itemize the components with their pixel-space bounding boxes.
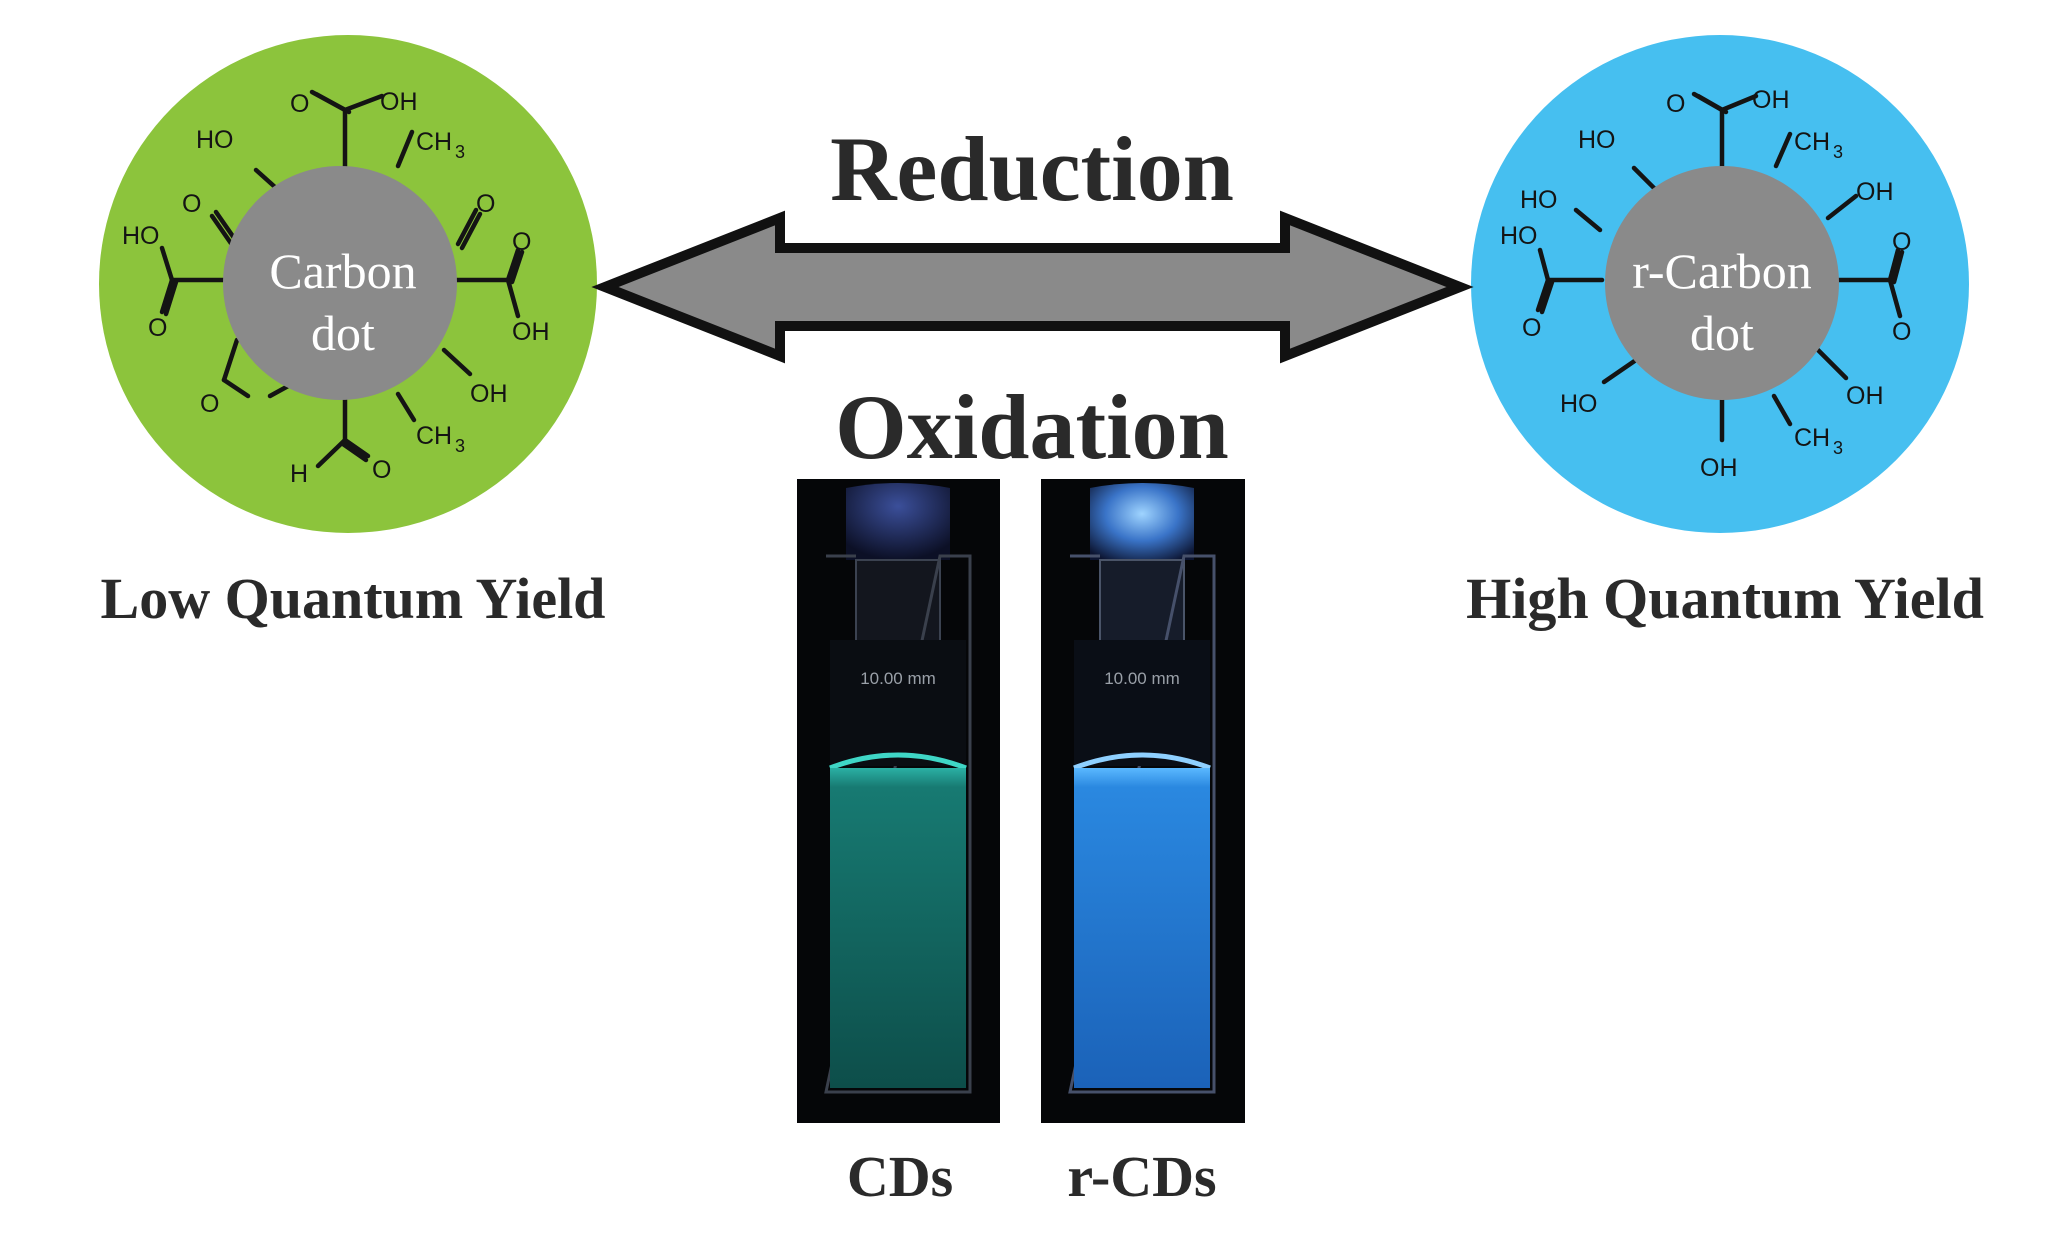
svg-text:O: O — [148, 314, 167, 342]
cuvette-cds-glass — [830, 640, 966, 766]
cuvette-cds-neck — [855, 559, 941, 643]
svg-text:3: 3 — [1833, 438, 1843, 458]
svg-text:OH: OH — [380, 88, 418, 116]
svg-text:OH: OH — [470, 380, 508, 408]
svg-text:HO: HO — [122, 222, 160, 250]
left-core-label-line1: Carbon — [269, 243, 416, 299]
svg-text:O: O — [476, 190, 495, 218]
cuvette-r-cds-neck — [1099, 559, 1185, 643]
double-arrow — [591, 210, 1474, 364]
svg-text:OH: OH — [1856, 178, 1894, 206]
cuvette-cds-cap — [846, 483, 950, 560]
svg-text:HO: HO — [1500, 222, 1538, 250]
svg-text:HO: HO — [1578, 126, 1616, 154]
right-core-label-line2: dot — [1690, 305, 1754, 361]
svg-text:O: O — [200, 390, 219, 418]
cuvette-cds: 10.00 mm — [797, 479, 1000, 1123]
svg-text:O: O — [1522, 314, 1541, 342]
cuvette-r-cds: 10.00 mm — [1041, 479, 1245, 1123]
svg-text:3: 3 — [455, 142, 465, 162]
svg-text:OH: OH — [1700, 454, 1738, 482]
svg-text:O: O — [290, 90, 309, 118]
svg-text:3: 3 — [455, 436, 465, 456]
r-cds-label: r-CDs — [1067, 1144, 1216, 1209]
svg-text:O: O — [182, 190, 201, 218]
cuvette-r-cds-meniscus — [1073, 752, 1211, 771]
svg-text:O: O — [372, 456, 391, 484]
svg-text:OH: OH — [1846, 382, 1884, 410]
cuvette-r-cds-etching: 10.00 mm — [1104, 669, 1180, 688]
svg-text:O: O — [1666, 90, 1685, 118]
left-dot-core — [223, 166, 457, 400]
left-dot-bonds — [159, 89, 525, 469]
right-core-label-line1: r-Carbon — [1632, 243, 1812, 299]
left-carbon-dot: O OH HO CH 3 O O HO O O OH O OH CH 3 H O… — [99, 35, 597, 533]
cuvette-cds-etching: 10.00 mm — [860, 669, 936, 688]
cuvette-cds-liquid — [830, 768, 966, 1088]
low-quantum-yield-caption: Low Quantum Yield — [101, 566, 606, 631]
svg-text:O: O — [1892, 318, 1911, 346]
svg-text:O: O — [1892, 228, 1911, 256]
svg-text:CH: CH — [416, 128, 452, 156]
cuvette-cds-meniscus — [829, 752, 967, 771]
svg-text:CH: CH — [416, 422, 452, 450]
svg-text:O: O — [512, 228, 531, 256]
reduction-label: Reduction — [830, 118, 1234, 220]
right-dot-core — [1605, 166, 1839, 400]
right-carbon-dot: O OH HO CH 3 HO OH HO O O O OH HO OH CH … — [1471, 35, 1969, 533]
svg-text:HO: HO — [1560, 390, 1598, 418]
high-quantum-yield-caption: High Quantum Yield — [1466, 566, 1984, 631]
cds-label: CDs — [847, 1144, 953, 1209]
svg-text:CH: CH — [1794, 424, 1830, 452]
left-dot-functional-groups: O OH HO CH 3 O O HO O O OH O OH CH 3 H O — [122, 88, 550, 488]
svg-text:OH: OH — [1752, 86, 1790, 114]
svg-text:HO: HO — [196, 126, 234, 154]
svg-text:H: H — [290, 460, 308, 488]
left-core-label-line2: dot — [311, 305, 375, 361]
svg-text:OH: OH — [512, 318, 550, 346]
right-dot-bonds — [1535, 91, 1905, 443]
cuvette-r-cds-liquid — [1074, 768, 1210, 1088]
oxidation-label: Oxidation — [835, 376, 1229, 478]
svg-text:3: 3 — [1833, 142, 1843, 162]
right-dot-functional-groups: O OH HO CH 3 HO OH HO O O O OH HO OH CH … — [1500, 86, 1911, 482]
cuvette-r-cds-glass — [1074, 640, 1210, 766]
cuvette-r-cds-cap — [1090, 483, 1194, 560]
svg-text:CH: CH — [1794, 128, 1830, 156]
svg-text:HO: HO — [1520, 186, 1558, 214]
